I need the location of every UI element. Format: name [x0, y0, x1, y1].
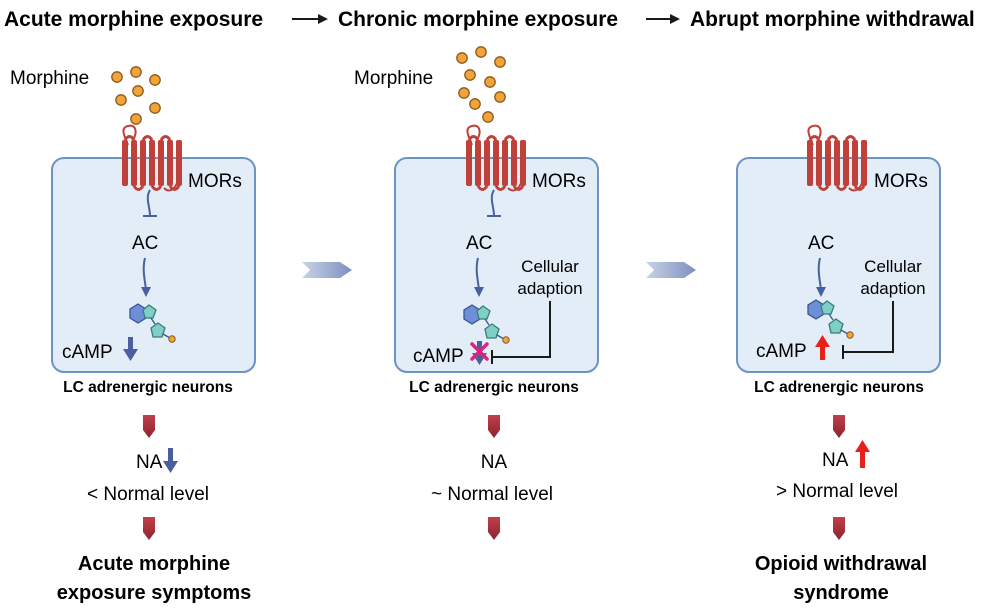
header-arrow-1 [292, 14, 328, 24]
receptor-label: MORs [874, 171, 928, 192]
na-label: NA [481, 452, 508, 473]
morphine-molecules [456, 46, 506, 123]
panel-acute: Morphine MORs AC [10, 66, 256, 604]
mor-receptor-icon [122, 124, 182, 192]
flow-down-arrow [833, 415, 845, 438]
neurons-label: LC adrenergic neurons [63, 379, 233, 396]
flow-down-arrow [833, 517, 845, 540]
ac-label: AC [132, 233, 158, 254]
camp-molecule-icon [129, 303, 176, 343]
flow-down-arrow [488, 517, 500, 540]
neurons-label: LC adrenergic neurons [409, 379, 579, 396]
camp-molecule-icon [463, 304, 510, 344]
ac-label: AC [808, 233, 834, 254]
na-increase-arrow [855, 440, 870, 468]
header-withdrawal: Abrupt morphine withdrawal [690, 8, 975, 31]
adaption-inhibition-line [842, 301, 894, 359]
adaption-line-1: Cellular [521, 257, 579, 276]
mor-receptor-icon [807, 124, 867, 192]
outcome-line-2: exposure symptoms [57, 582, 252, 604]
flow-down-arrow [143, 517, 155, 540]
camp-decrease-arrow [123, 337, 138, 361]
adaption-line-2: adaption [860, 279, 925, 298]
inhibition-line [143, 189, 157, 217]
flow-down-arrow [488, 415, 500, 438]
receptor-label: MORs [188, 171, 242, 192]
ac-to-camp-arrow [474, 257, 484, 297]
camp-increase-arrow [815, 335, 830, 360]
outcome-line-1: Opioid withdrawal [755, 553, 927, 575]
ac-to-camp-arrow [816, 257, 826, 297]
na-label: NA [136, 452, 163, 473]
panel-chronic: Morphine MORs AC Cellul [354, 46, 599, 540]
header-chronic: Chronic morphine exposure [338, 8, 618, 31]
level-text: < Normal level [87, 484, 209, 505]
ac-label: AC [466, 233, 492, 254]
camp-label: cAMP [62, 342, 113, 363]
transition-arrow-1 [302, 262, 352, 278]
adaption-inhibition-line [491, 301, 551, 364]
outcome-line-1: Acute morphine [78, 553, 230, 575]
camp-label: cAMP [756, 341, 807, 362]
x-mark-icon [470, 342, 489, 361]
transition-arrow-2 [646, 262, 696, 278]
morphine-label: Morphine [354, 68, 433, 89]
header-acute: Acute morphine exposure [4, 8, 263, 31]
adaption-line-2: adaption [517, 279, 582, 298]
mor-receptor-icon [466, 124, 526, 192]
na-decrease-arrow [163, 448, 178, 473]
flow-down-arrow [143, 415, 155, 438]
level-text: ~ Normal level [431, 484, 553, 505]
camp-blocked-arrow [470, 341, 489, 365]
header-arrow-2 [646, 14, 680, 24]
panel-withdrawal: MORs AC Cellular adaption cAMP LC adrene… [736, 124, 941, 604]
adaption-line-1: Cellular [864, 257, 922, 276]
morphine-label: Morphine [10, 68, 89, 89]
level-text: > Normal level [776, 481, 898, 502]
morphine-molecules [111, 66, 161, 125]
neurons-label: LC adrenergic neurons [754, 379, 924, 396]
inhibition-line [487, 189, 501, 217]
outcome-line-2: syndrome [793, 582, 889, 604]
camp-molecule-icon [807, 299, 854, 339]
receptor-label: MORs [532, 171, 586, 192]
camp-label: cAMP [413, 346, 464, 367]
ac-to-camp-arrow [141, 257, 151, 297]
na-label: NA [822, 450, 849, 471]
